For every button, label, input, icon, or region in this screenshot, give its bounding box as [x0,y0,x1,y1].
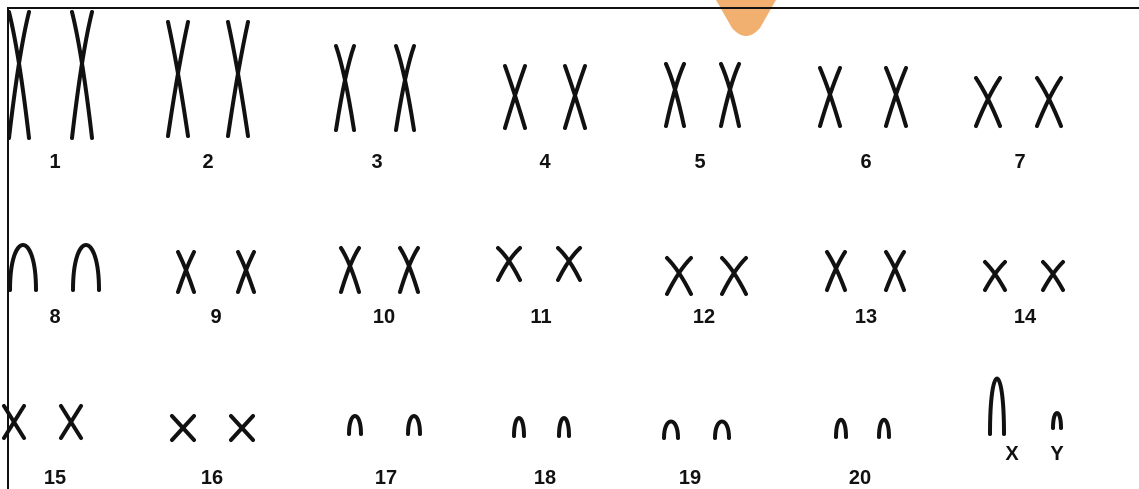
pair-label-8: 8 [49,306,60,328]
pair-label-13: 13 [855,306,877,328]
pair-label-2: 2 [202,151,213,173]
pair-label-10: 10 [373,306,395,328]
pair-label-16: 16 [201,467,223,489]
pair-label-4: 4 [539,151,551,173]
pair-label-7: 7 [1014,151,1025,173]
pair-label-1: 1 [49,151,60,173]
pair-label-6: 6 [860,151,871,173]
pair-label-20: 20 [849,467,871,489]
pair-label-15: 15 [44,467,66,489]
pair-label-3: 3 [371,151,382,173]
pair-label-18: 18 [534,467,556,489]
pair-label-17: 17 [375,467,397,489]
pair-label-11: 11 [530,306,551,328]
sex-label-y: Y [1050,443,1064,465]
pair-label-5: 5 [694,151,705,173]
pair-label-19: 19 [679,467,701,489]
pair-label-12: 12 [693,306,715,328]
sex-label-x: X [1005,443,1019,465]
pair-label-14: 14 [1014,306,1037,328]
pair-label-9: 9 [210,306,221,328]
